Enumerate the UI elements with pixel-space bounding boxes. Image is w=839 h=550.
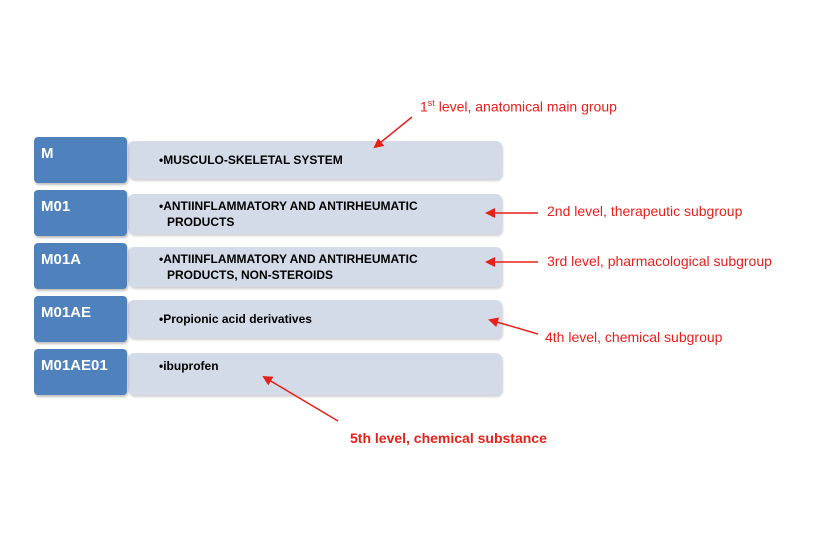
annotation-level-5: 5th level, chemical substance	[350, 430, 547, 446]
annotation-level-2: 2nd level, therapeutic subgroup	[547, 203, 743, 219]
description-line: •Propionic acid derivatives	[159, 312, 312, 326]
description-line: •ibuprofen	[159, 359, 219, 373]
level-code: M01AE01	[34, 349, 127, 395]
annotation-level-1-suffix: level, anatomical main group	[434, 98, 617, 115]
level-description: •Propionic acid derivatives	[128, 300, 502, 338]
level-code: M01AE	[34, 296, 127, 342]
level-code: M	[34, 137, 127, 183]
level-description: •ibuprofen	[128, 353, 502, 395]
level-row-1: M •MUSCULO-SKELETAL SYSTEM	[34, 137, 504, 183]
annotation-level-1-sup: st	[427, 98, 435, 108]
level-row-4: M01AE •Propionic acid derivatives	[34, 296, 504, 342]
level-row-2: M01 •ANTIINFLAMMATORY AND ANTIRHEUMATIC …	[34, 190, 504, 236]
description-line: •ANTIINFLAMMATORY AND ANTIRHEUMATIC	[159, 252, 418, 266]
level-code: M01A	[34, 243, 127, 289]
description-line: •MUSCULO-SKELETAL SYSTEM	[159, 153, 343, 167]
annotation-level-1: 1st level, anatomical main group	[420, 98, 617, 115]
level-description: •ANTIINFLAMMATORY AND ANTIRHEUMATIC PROD…	[128, 194, 502, 234]
description-line: PRODUCTS	[167, 215, 235, 229]
annotation-level-3: 3rd level, pharmacological subgroup	[547, 253, 772, 269]
level-row-5: M01AE01 •ibuprofen	[34, 349, 504, 395]
level-code: M01	[34, 190, 127, 236]
annotation-level-4: 4th level, chemical subgroup	[545, 329, 723, 345]
description-line: PRODUCTS, NON-STEROIDS	[167, 268, 334, 282]
level-row-3: M01A •ANTIINFLAMMATORY AND ANTIRHEUMATIC…	[34, 243, 504, 289]
description-line: •ANTIINFLAMMATORY AND ANTIRHEUMATIC	[159, 199, 418, 213]
annotation-level-1-prefix: 1	[420, 98, 428, 115]
level-description: •ANTIINFLAMMATORY AND ANTIRHEUMATIC PROD…	[128, 247, 502, 287]
level-description: •MUSCULO-SKELETAL SYSTEM	[128, 141, 502, 179]
